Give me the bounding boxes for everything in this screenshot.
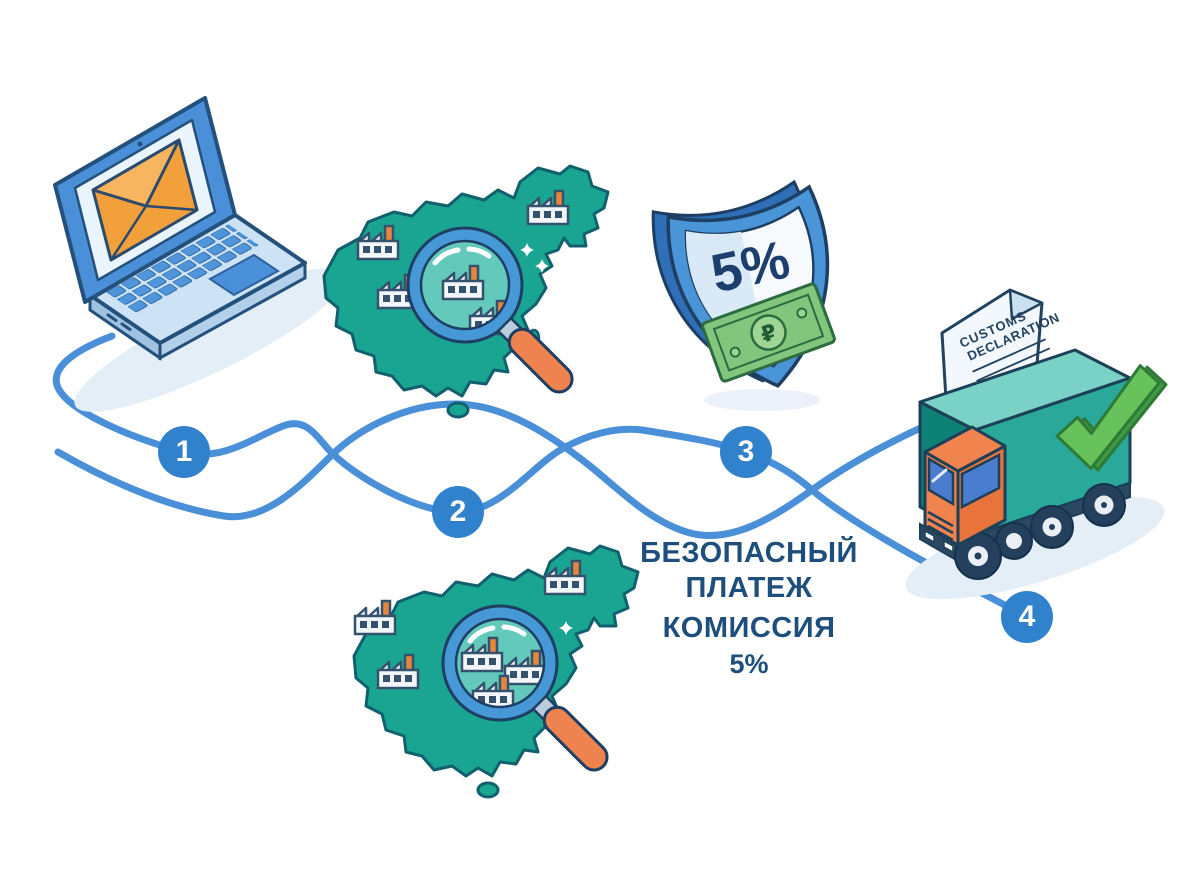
china-map-factory-search-icon-2	[352, 544, 640, 799]
caption-line-payment: ПЛАТЕЖ	[685, 572, 813, 604]
step-number-3: 3	[737, 435, 755, 468]
laptop-shadow	[74, 268, 346, 412]
door-window	[960, 452, 1001, 510]
step-badge-3: 3	[720, 426, 772, 478]
payment-shield-icon: 5% ₽	[646, 179, 856, 411]
caption-line-commission: КОМИССИЯ	[662, 612, 836, 644]
wave-line-2	[54, 400, 962, 540]
caption-line-rate: 5%	[729, 649, 769, 679]
keyboard-keys	[106, 224, 260, 314]
trackpad	[208, 253, 280, 297]
truck-cab	[919, 425, 1007, 580]
step-badge-4: 4	[1001, 591, 1053, 643]
secure-payment-caption: БЕЗОПАСНЫЙ ПЛАТЕЖ КОМИССИЯ 5%	[618, 536, 880, 680]
caption-line-secure: БЕЗОПАСНЫЙ	[640, 537, 858, 569]
step-number-4: 4	[1018, 600, 1036, 633]
checkmark-icon	[1055, 364, 1168, 472]
ruble-banknote-icon: ₽	[701, 282, 836, 383]
truck-wheels	[995, 483, 1126, 560]
china-map-factory-search-icon	[322, 164, 610, 419]
step-number-2: 2	[449, 495, 467, 528]
step-badge-1: 1	[158, 426, 210, 478]
step-badge-2: 2	[432, 486, 484, 538]
webcam-dot	[137, 141, 143, 147]
laptop-email-icon	[53, 96, 346, 412]
customs-truck-icon: CUSTOMS DECLARATION	[905, 288, 1168, 600]
email-envelope-icon	[91, 138, 199, 262]
step-number-1: 1	[175, 435, 193, 468]
